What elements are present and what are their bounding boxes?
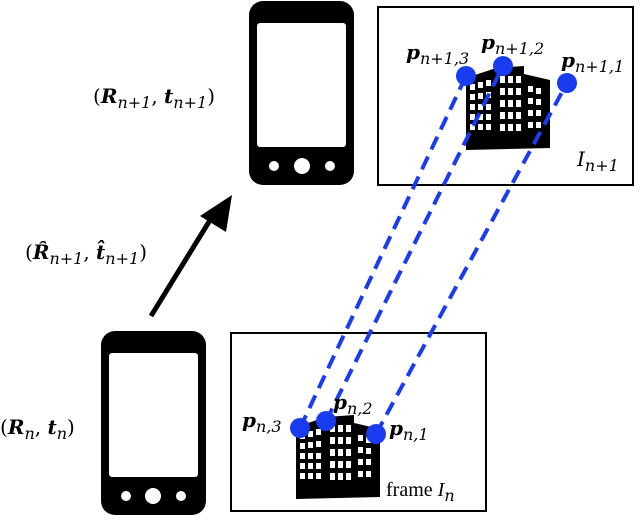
feature-points-current [290, 411, 386, 444]
feature-points-next [456, 56, 577, 93]
point-n1-2 [493, 56, 513, 76]
motion-arrow-icon [148, 195, 232, 318]
frame-current-label: frame In [386, 479, 455, 505]
match-line-2 [324, 65, 505, 422]
point-label-n-1: pn,1 [389, 416, 429, 444]
point-label-n-2: pn,2 [333, 390, 373, 418]
point-n-3 [290, 418, 310, 438]
frame-next-label: In+1 [576, 147, 619, 175]
phone-icon-current [101, 331, 206, 515]
point-n-2 [316, 411, 336, 431]
point-n1-1 [557, 73, 577, 93]
point-label-n1-2: pn+1,2 [481, 30, 544, 58]
pose-current-label: (Rn, tn) [0, 415, 75, 443]
point-n-1 [366, 424, 386, 444]
point-label-n1-3: pn+1,3 [406, 40, 469, 68]
match-line-1 [374, 82, 569, 435]
pose-next-label: (Rn+1, tn+1) [93, 84, 215, 112]
point-label-n1-1: pn+1,1 [561, 48, 624, 76]
phone-icon-next [249, 1, 354, 185]
pose-estimate-label: (R̂n+1, t̂n+1) [25, 238, 147, 268]
frame-box-current [230, 332, 487, 512]
point-label-n-3: pn,3 [242, 408, 282, 436]
point-n1-3 [456, 66, 476, 86]
match-lines [298, 65, 569, 435]
